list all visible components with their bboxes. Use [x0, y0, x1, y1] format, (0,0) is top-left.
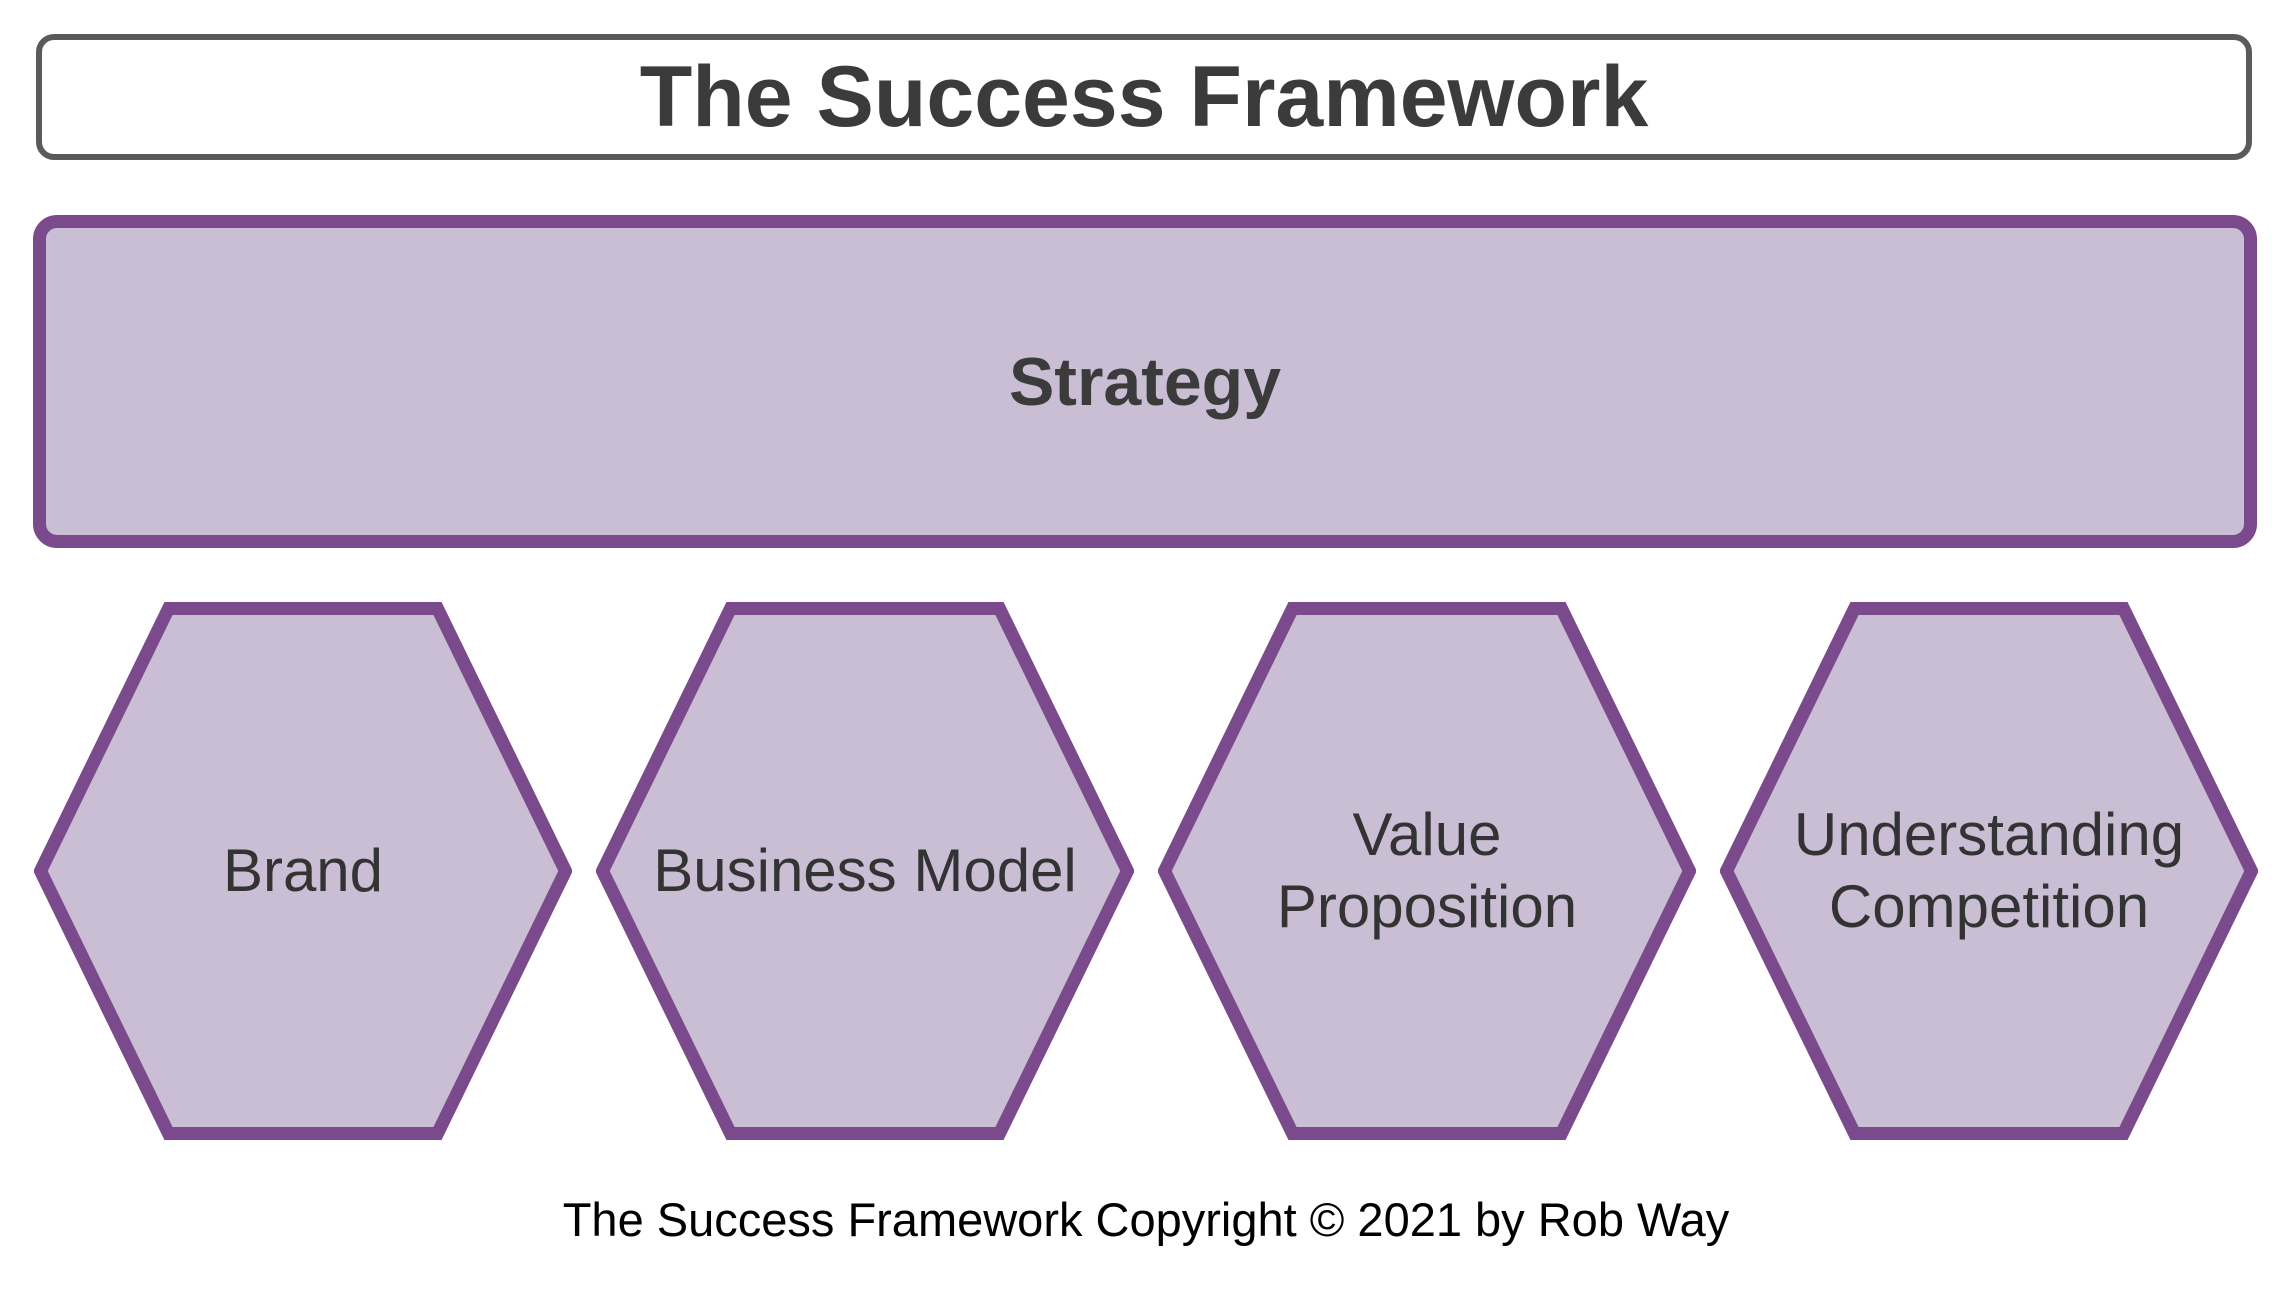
hexagon-value-proposition-label: Value Proposition — [1276, 801, 1578, 940]
title-box: The Success Framework — [36, 34, 2252, 160]
copyright-text: The Success Framework Copyright © 2021 b… — [562, 1193, 1730, 1246]
hexagon-brand: Brand — [34, 602, 572, 1140]
hexagon-business-model-label: Business Model — [653, 837, 1077, 904]
hexagon-understanding-competition-label: Understanding Competition — [1793, 801, 2185, 940]
hexagon-understanding-competition: Understanding Competition — [1720, 602, 2258, 1140]
hexagon-shape — [1720, 602, 2258, 1140]
hexagon-shape — [1158, 602, 1696, 1140]
hexagon-shape — [34, 602, 572, 1140]
hexagon-value-proposition: Value Proposition — [1158, 602, 1696, 1140]
page-title: The Success Framework — [639, 48, 1649, 145]
hexagon-brand-label: Brand — [222, 837, 384, 904]
strategy-label: Strategy — [1008, 343, 1282, 420]
hexagon-shape — [596, 602, 1134, 1140]
hexagon-business-model: Business Model — [596, 602, 1134, 1140]
strategy-box: Strategy — [33, 215, 2257, 548]
